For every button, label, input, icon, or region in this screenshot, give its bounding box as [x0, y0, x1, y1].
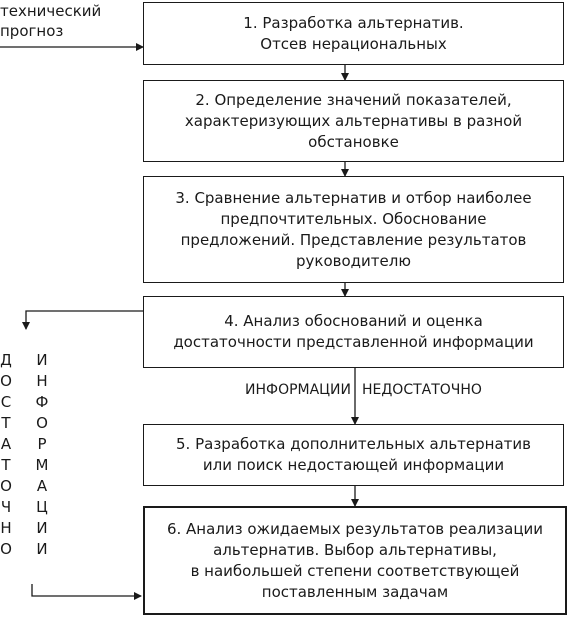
vertical-letter: И: [36, 540, 48, 558]
step-2-line-2: характеризующих альтернативы в разной: [184, 111, 523, 130]
vertical-letter: С: [0, 393, 12, 411]
step-6-line-3: в наибольшей степени соответствующей: [190, 561, 520, 580]
vertical-letter: М: [35, 456, 49, 474]
step-2-line-1: 2. Определение значений показателей,: [195, 90, 512, 109]
vertical-label-informatsii: И Н Ф О Р М А Ц И И: [33, 350, 51, 560]
vertical-letter: Р: [37, 435, 47, 453]
vertical-letter: Ц: [36, 498, 48, 516]
step-3-line-2: предпочтительных. Обоснование: [220, 209, 487, 228]
vertical-letter: О: [36, 414, 48, 432]
step-5-line-2: или поиск недостающей информации: [202, 456, 505, 474]
vertical-letter: Н: [0, 519, 12, 537]
vertical-letter: И: [36, 519, 48, 537]
step-4-line-1: 4. Анализ обоснований и оценка: [224, 312, 483, 330]
step-5-box: 5. Разработка дополнительных альтернатив…: [143, 424, 564, 486]
vertical-letter: О: [0, 540, 12, 558]
input-label-line-2: прогноз: [0, 22, 64, 40]
vertical-letter: А: [36, 477, 48, 495]
vertical-letter: Ф: [35, 393, 49, 411]
step-2-box: 2. Определение значений показателей, хар…: [143, 80, 564, 162]
vertical-letter: Н: [36, 372, 48, 390]
step-3-box: 3. Сравнение альтернатив и отбор наиболе…: [143, 176, 564, 283]
input-label-line-1: технический: [0, 2, 102, 20]
step-4-line-2: достаточности представленной информации: [173, 333, 534, 351]
sufficient-branch-top: [22, 310, 143, 330]
step-6-line-1: 6. Анализ ожидаемых результатов реализац…: [166, 519, 544, 538]
vertical-letter: О: [0, 372, 12, 390]
step-1-line-1: 1. Разработка альтернатив.: [243, 13, 464, 32]
step-1-box: 1. Разработка альтернатив. Отсев нерацио…: [143, 2, 564, 65]
step-1-line-2: Отсев нерациональных: [260, 34, 447, 53]
branch-label-right: НЕДОСТАТОЧНО: [362, 382, 482, 398]
vertical-letter: Д: [0, 351, 12, 369]
sufficient-branch-bottom: [31, 584, 142, 600]
vertical-letter: А: [0, 435, 12, 453]
step-3-line-1: 3. Сравнение альтернатив и отбор наиболе…: [175, 188, 532, 207]
step-6-box: 6. Анализ ожидаемых результатов реализац…: [143, 506, 567, 615]
step-4-box: 4. Анализ обоснований и оценка достаточн…: [143, 296, 564, 368]
branch-label-left: ИНФОРМАЦИИ: [245, 382, 351, 398]
input-label: технический прогноз: [0, 2, 101, 40]
step-5-line-1: 5. Разработка дополнительных альтернатив: [176, 435, 531, 453]
step-6-line-2: альтернатив. Выбор альтернативы,: [213, 540, 497, 559]
vertical-label-dostatochno: Д О С Т А Т О Ч Н О: [0, 350, 15, 560]
vertical-letter: О: [0, 477, 12, 495]
step-3-line-4: руководителю: [296, 251, 411, 270]
vertical-letter: Т: [1, 414, 11, 432]
vertical-letter: Ч: [0, 498, 12, 516]
vertical-letter: Т: [1, 456, 11, 474]
step-2-line-3: обстановке: [308, 132, 399, 151]
step-3-line-3: предложений. Представление результатов: [180, 230, 527, 249]
step-6-line-4: поставленным задачам: [261, 582, 449, 601]
vertical-letter: И: [36, 351, 48, 369]
